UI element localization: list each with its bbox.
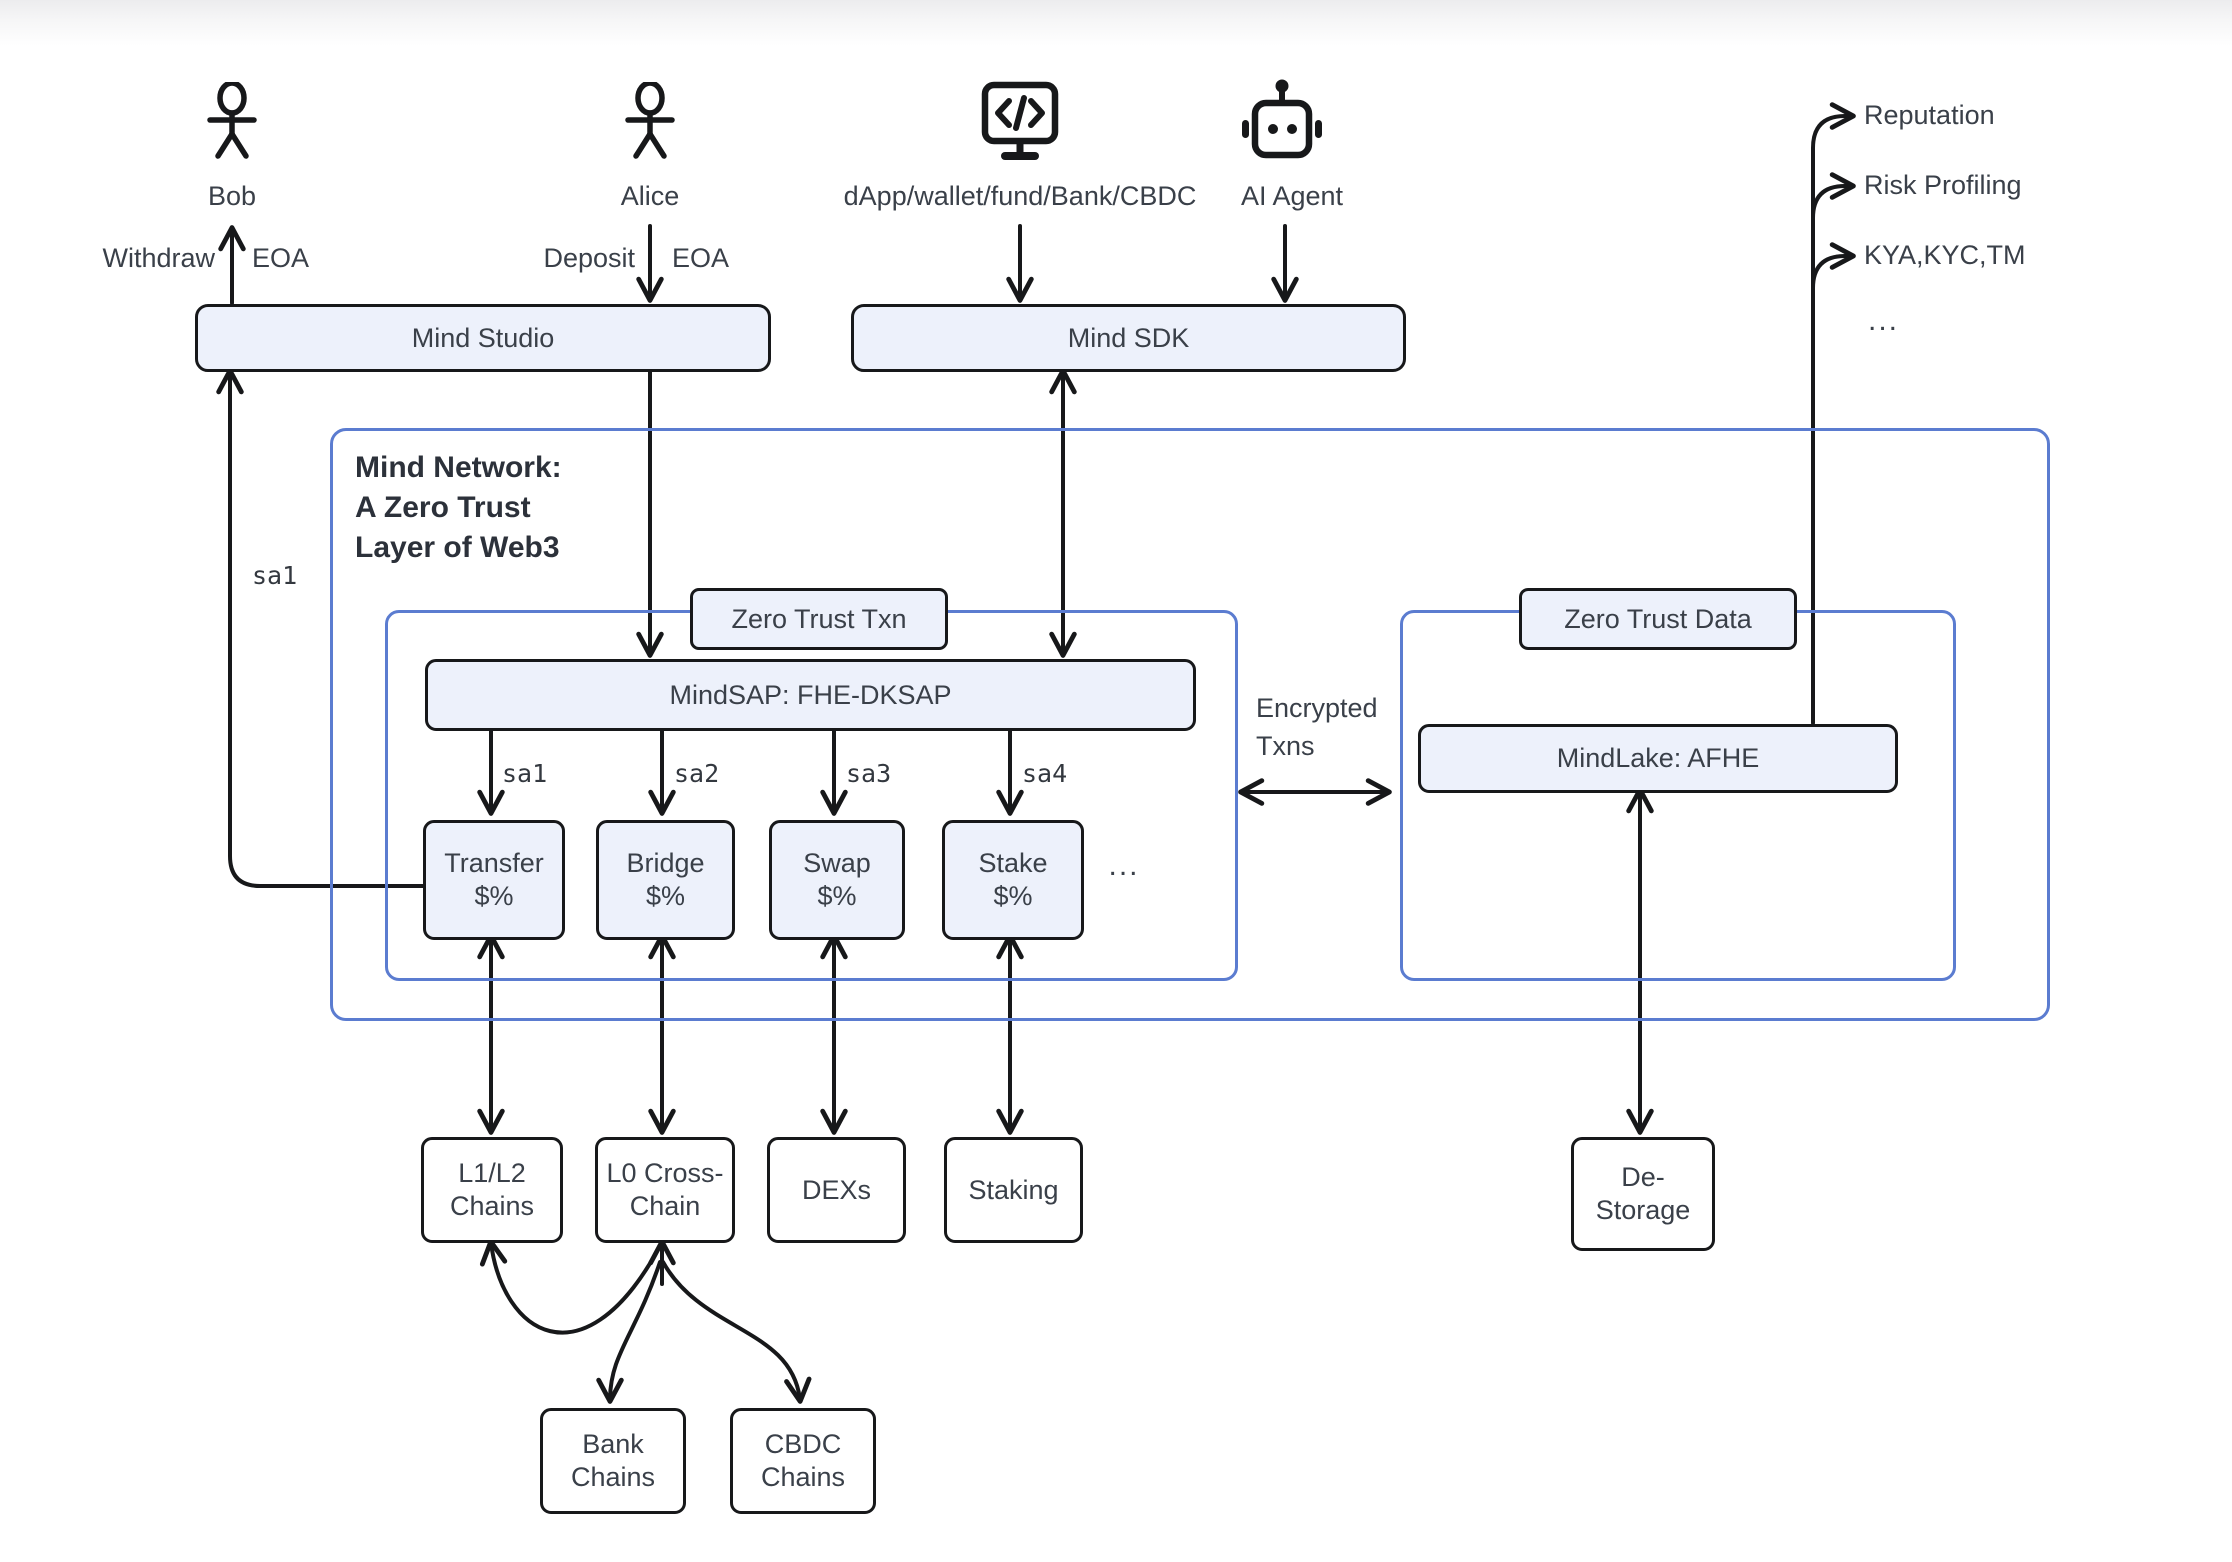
l0-line1: L0 Cross-: [606, 1158, 724, 1188]
bank-chains-box: Bank Chains: [540, 1408, 686, 1514]
network-title-line2: A Zero Trust: [355, 491, 531, 524]
l0-crosschain-box: L0 Cross- Chain: [595, 1137, 735, 1243]
sa3-label: sa3: [846, 759, 892, 788]
bridge-box: Bridge $%: [596, 820, 735, 940]
transfer-fee: $%: [474, 881, 514, 911]
l1l2-line1: L1/L2: [458, 1158, 526, 1188]
curve-l0-to-l1l2: [479, 1239, 657, 1335]
transfer-label: Transfer: [444, 848, 544, 878]
destorage-line2: Storage: [1595, 1195, 1691, 1225]
zero-trust-txn-label: Zero Trust Txn: [690, 588, 948, 650]
sa4-label: sa4: [1022, 759, 1068, 788]
network-title-line3: Layer of Web3: [355, 531, 560, 564]
arrow-transfer-feedback-sa1: [216, 368, 426, 888]
curve-l0-to-cbdcchains: [661, 1260, 812, 1404]
mind-network-group-box: [330, 428, 2050, 1021]
edge-label-withdraw: Withdraw: [102, 243, 215, 273]
curve-l0-to-bankchains: [596, 1260, 662, 1404]
mindsap-box: MindSAP: FHE-DKSAP: [425, 659, 1196, 731]
arrow-mindlake-kyakyctm: [1811, 242, 1856, 290]
network-title-line1: Mind Network:: [355, 451, 562, 484]
cbdc-line1: CBDC: [764, 1429, 842, 1459]
edge-label-eoa-left: EOA: [252, 243, 310, 273]
bridge-label: Bridge: [626, 848, 705, 878]
output-risk-profiling: Risk Profiling: [1864, 170, 2022, 200]
output-reputation: Reputation: [1864, 100, 1995, 130]
robot-icon: [1242, 79, 1322, 159]
swap-label: Swap: [803, 848, 871, 878]
mind-studio-box: Mind Studio: [195, 304, 771, 372]
person-icon: [625, 82, 675, 159]
services-ellipsis: ...: [1108, 849, 1140, 882]
mindlake-box: MindLake: AFHE: [1418, 724, 1898, 793]
staking-label: Staking: [968, 1174, 1059, 1205]
edge-label-eoa-right: EOA: [672, 243, 730, 273]
output-kya-kyc-tm: KYA,KYC,TM: [1864, 240, 2026, 270]
zero-trust-data-group-box: [1400, 610, 1956, 981]
page-top-gradient: [0, 0, 2232, 46]
destorage-line1: De-: [1621, 1162, 1665, 1192]
actor-label-dapp: dApp/wallet/fund/Bank/CBDC: [843, 181, 1197, 211]
actor-label-ai-agent: AI Agent: [1240, 181, 1344, 211]
bank-line2: Chains: [570, 1462, 656, 1492]
outputs-ellipsis: ...: [1868, 304, 1900, 337]
dexs-box: DEXs: [767, 1137, 906, 1243]
sa1-feedback-label: sa1: [252, 561, 298, 590]
mind-sdk-box: Mind SDK: [851, 304, 1406, 372]
zero-trust-data-label: Zero Trust Data: [1519, 588, 1797, 650]
cbdc-line2: Chains: [760, 1462, 846, 1492]
stake-fee: $%: [993, 881, 1033, 911]
person-icon: [207, 82, 257, 159]
edge-label-deposit: Deposit: [543, 243, 635, 273]
l0-line2: Chain: [629, 1191, 701, 1221]
arrow-mindlake-riskprofiling: [1811, 172, 1856, 220]
l1l2-line2: Chains: [449, 1191, 535, 1221]
encrypted-txns-label-line1: Encrypted: [1256, 693, 1378, 723]
dexs-label: DEXs: [801, 1174, 872, 1205]
stake-label: Stake: [978, 848, 1048, 878]
swap-box: Swap $%: [769, 820, 905, 940]
transfer-box: Transfer $%: [423, 820, 565, 940]
sa2-label: sa2: [674, 759, 720, 788]
bank-line1: Bank: [582, 1429, 644, 1459]
bridge-fee: $%: [645, 881, 685, 911]
l1l2-chains-box: L1/L2 Chains: [421, 1137, 563, 1243]
network-title: Mind Network: A Zero Trust Layer of Web3: [355, 448, 562, 568]
sa1-label: sa1: [502, 759, 548, 788]
swap-fee: $%: [817, 881, 857, 911]
stake-box: Stake $%: [942, 820, 1084, 940]
arrow-mindlake-reputation: [1811, 102, 1856, 725]
actor-label-alice: Alice: [620, 181, 680, 211]
de-storage-box: De- Storage: [1571, 1137, 1715, 1251]
staking-box: Staking: [944, 1137, 1083, 1243]
encrypted-txns-label-line2: Txns: [1256, 731, 1315, 761]
cbdc-chains-box: CBDC Chains: [730, 1408, 876, 1514]
code-monitor-icon: [981, 81, 1059, 160]
actor-label-bob: Bob: [207, 181, 257, 211]
